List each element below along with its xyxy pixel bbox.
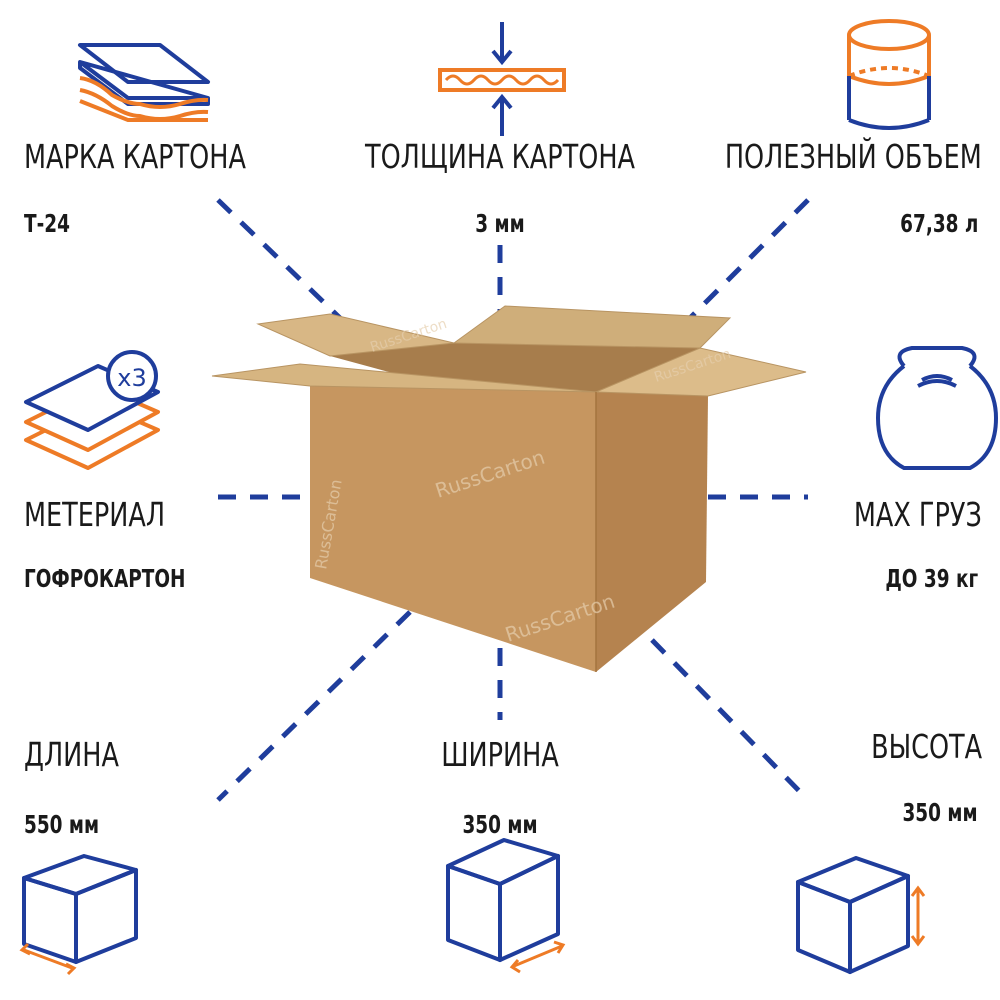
box-front-face — [310, 386, 596, 672]
height-value: 350 мм — [902, 798, 978, 827]
connector-grade — [216, 198, 342, 320]
length-label: ДЛИНА — [24, 735, 119, 774]
connector-length — [216, 610, 412, 802]
volume-label: ПОЛЕЗНЫЙ ОБЪЕМ — [725, 137, 982, 176]
max-load-value: ДО 39 кг — [885, 564, 978, 593]
grade-value: Т-24 — [24, 209, 70, 238]
box-side-face — [596, 392, 708, 672]
layers-count-badge: x3 — [117, 364, 146, 392]
grade-label: МАРКА КАРТОНА — [24, 137, 246, 176]
height-label: ВЫСОТА — [870, 727, 982, 766]
width-label: ШИРИНА — [441, 735, 559, 774]
box-flap-right — [595, 347, 807, 397]
material-label: МЕТЕРИАЛ — [24, 495, 166, 534]
max-load-label: MAX ГРУЗ — [854, 495, 982, 534]
volume-value: 67,38 л — [899, 209, 978, 238]
connector-height — [650, 638, 810, 802]
thickness-value: 3 мм — [475, 209, 525, 238]
box-flap-back-right — [452, 305, 732, 349]
connector-volume — [688, 198, 810, 320]
length-value: 550 мм — [24, 810, 100, 839]
thickness-label: ТОЛЩИНА КАРТОНА — [364, 137, 636, 176]
material-value: ГОФРОКАРТОН — [24, 564, 186, 593]
width-value: 350 мм — [462, 810, 538, 839]
